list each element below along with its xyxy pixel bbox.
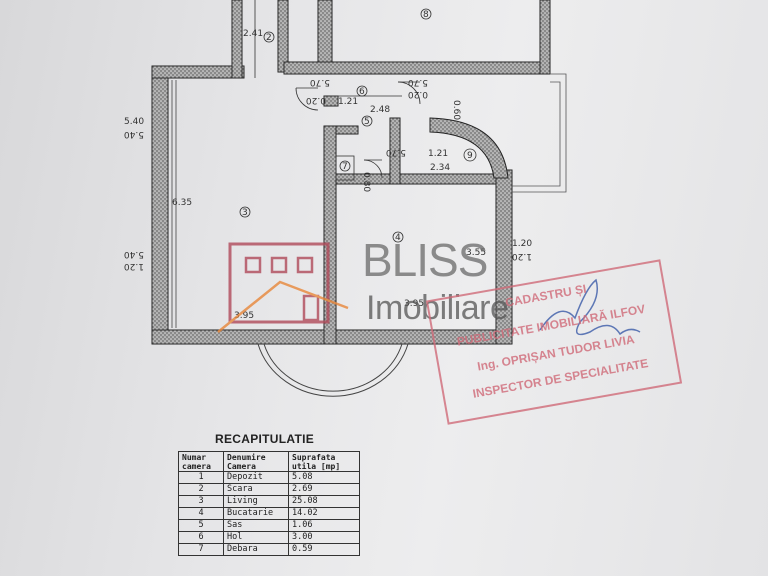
header-numar: Numar camera: [178, 451, 224, 472]
cell-number: 1: [178, 471, 224, 484]
bay-window: [257, 343, 409, 397]
header-suprafata: Suprafata utila [mp]: [288, 451, 360, 472]
cell-number: 4: [178, 507, 224, 520]
dim-label: 2.34: [430, 163, 450, 173]
dim-label: 5.40: [124, 129, 144, 139]
dim-label: 1.21: [428, 149, 448, 159]
dim-label: 3.55: [466, 248, 486, 258]
brand-name: BLISS: [362, 234, 488, 286]
recap-table: Numar camera Denumire Camera Suprafata u…: [178, 451, 360, 556]
dim-label: 5.70: [386, 147, 406, 157]
cell-name: Sas: [223, 519, 289, 532]
cell-area: 2.69: [288, 483, 360, 496]
room-number: 6: [356, 85, 368, 97]
cell-area: 1.06: [288, 519, 360, 532]
dim-label: 1.20: [512, 239, 532, 249]
cell-area: 0.59: [288, 543, 360, 556]
room-number: 9: [463, 148, 477, 162]
dim-label: 5.70: [310, 77, 330, 87]
svg-text:4: 4: [395, 233, 401, 243]
brand-watermark: BLISS Imobiliare: [362, 237, 562, 337]
svg-text:6: 6: [359, 87, 365, 97]
windows: [171, 80, 177, 328]
cell-name: Scara: [223, 483, 289, 496]
svg-text:3: 3: [242, 208, 248, 218]
recap-title: RECAPITULATIE: [215, 432, 315, 446]
svg-text:9: 9: [467, 151, 473, 161]
brand-subtitle: Imobiliare: [366, 289, 509, 327]
cell-number: 3: [178, 495, 224, 508]
room-number: 2: [263, 31, 275, 43]
svg-text:2: 2: [266, 33, 272, 43]
room-number: 3: [239, 206, 251, 218]
room-number: 8: [420, 8, 432, 20]
curved-wall: [429, 117, 509, 179]
cell-name: Hol: [223, 531, 289, 544]
dim-label: 0.20: [408, 89, 428, 99]
stamp-border-icon: [425, 259, 683, 425]
cell-number: 6: [178, 531, 224, 544]
cell-name: Depozit: [223, 471, 289, 484]
table-header-row: Numar camera Denumire Camera Suprafata u…: [178, 451, 360, 472]
cell-number: 7: [178, 543, 224, 556]
dim-label: 1.21: [338, 97, 358, 107]
dim-label: 2.48: [370, 105, 390, 115]
dim-label: 1.20: [512, 251, 532, 261]
signature-icon: [539, 278, 641, 336]
balcony: [512, 73, 567, 193]
svg-text:8: 8: [423, 10, 429, 20]
door-swings: [295, 81, 421, 179]
cell-name: Living: [223, 495, 289, 508]
dim-label: 3.95: [234, 311, 254, 321]
dim-label: 2.41: [243, 29, 263, 39]
room-number: 7: [335, 155, 355, 181]
dim-label: 1.20: [124, 261, 144, 271]
cell-area: 25.08: [288, 495, 360, 508]
stair-arrows: [254, 0, 402, 97]
header-denumire: Denumire Camera: [223, 451, 289, 472]
dim-label: 3.95: [404, 299, 424, 309]
dim-label: 5.40: [124, 117, 144, 127]
room-number: 4: [392, 231, 404, 243]
cell-name: Debara: [223, 543, 289, 556]
bliss-logo-icon: [217, 242, 349, 333]
cell-area: 3.00: [288, 531, 360, 544]
svg-text:7: 7: [342, 162, 348, 172]
cell-number: 2: [178, 483, 224, 496]
dim-label: 0.60: [451, 100, 461, 120]
room-number: 5: [361, 115, 373, 127]
svg-text:5: 5: [364, 117, 370, 127]
dim-label: 0.20: [306, 95, 326, 105]
cell-name: Bucatarie: [223, 507, 289, 520]
dim-label: 5.70: [408, 77, 428, 87]
cell-area: 14.02: [288, 507, 360, 520]
official-stamp: CADASTRU ȘI PUBLICITATE IMOBILIARĂ ILFOV…: [425, 258, 684, 426]
dim-label: 6.35: [172, 198, 192, 208]
room-numbers: 2 8 6 5 9 7 3 4: [239, 8, 477, 243]
cell-number: 5: [178, 519, 224, 532]
cell-area: 5.08: [288, 471, 360, 484]
dimension-labels: 2.41 5.70 1.21 2.48 5.70 0.20 0.20 0.60 …: [124, 29, 533, 321]
dim-label: 5.40: [124, 249, 144, 259]
dim-label: 0.80: [361, 172, 371, 192]
